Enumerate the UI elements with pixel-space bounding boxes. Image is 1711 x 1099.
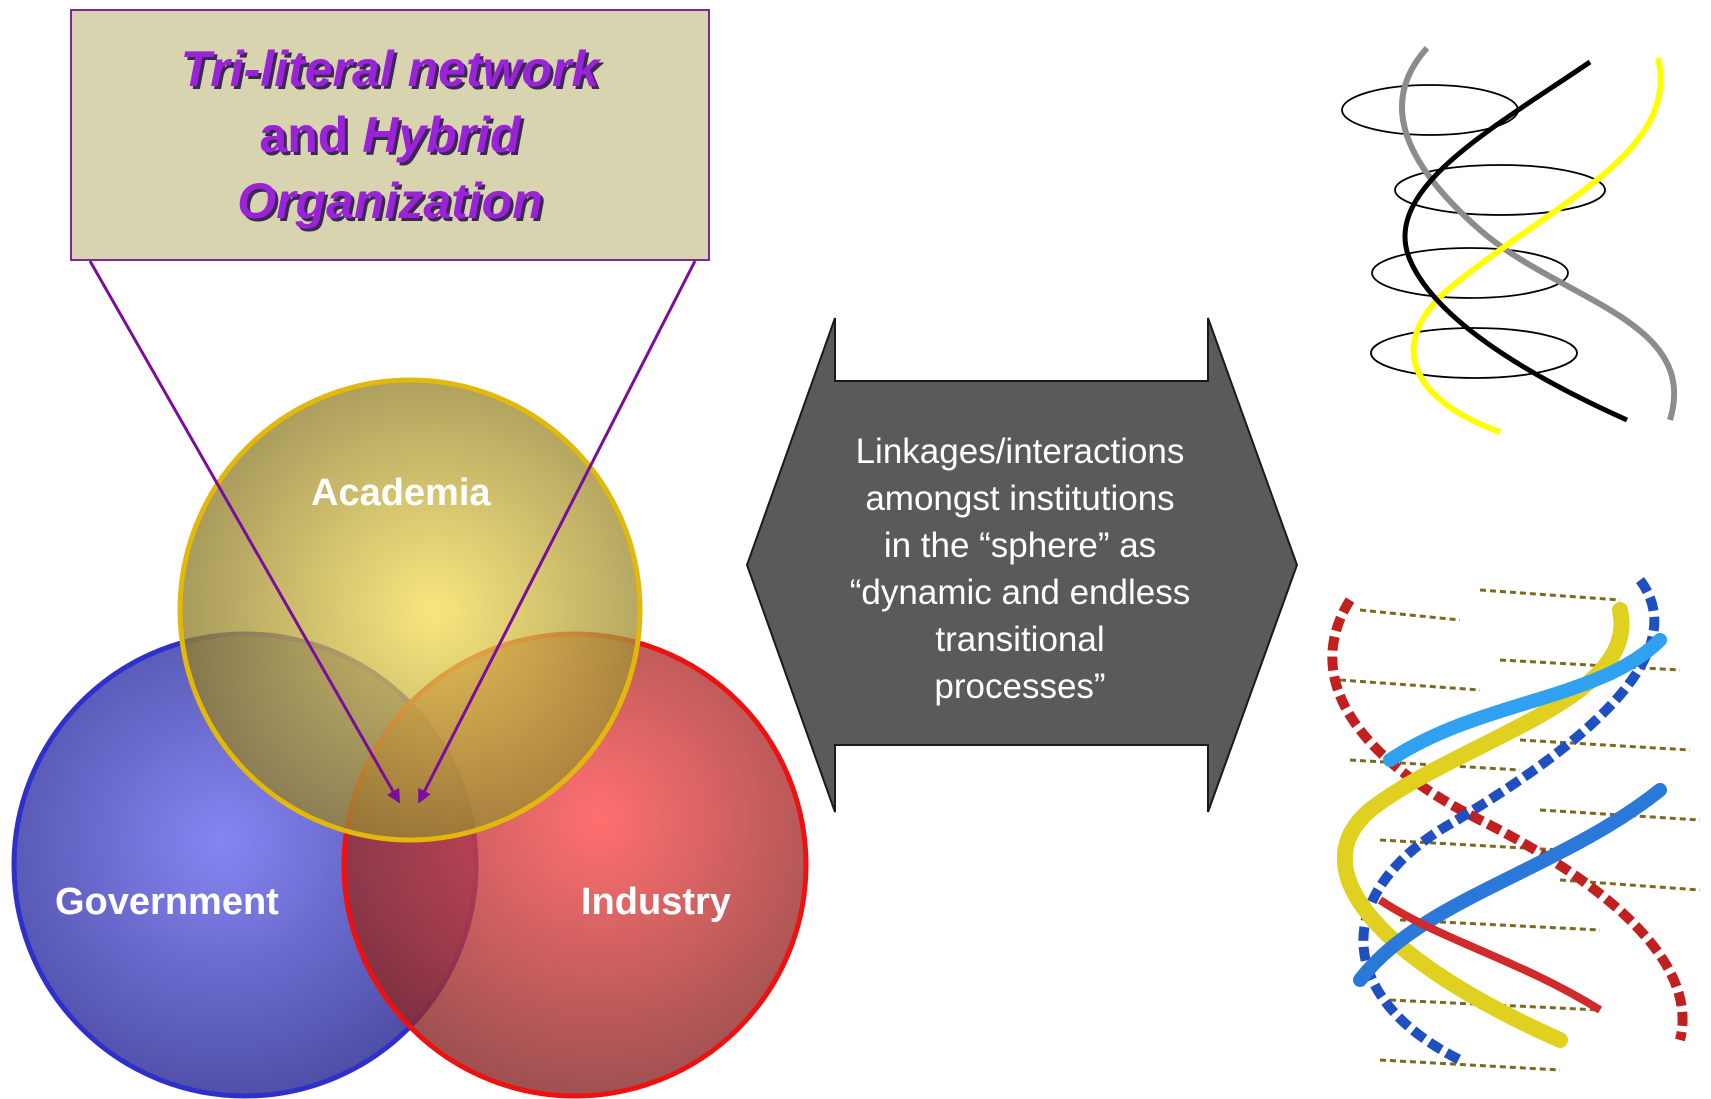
title-line-2-plain: and: [259, 107, 363, 163]
arrow-line: Linkages/interactions: [855, 432, 1185, 471]
arrow-description: Linkages/interactions amongst institutio…: [780, 428, 1260, 710]
arrow-line: in the “sphere” as: [883, 526, 1157, 565]
academia-circle: [177, 377, 643, 843]
arrow-line: processes”: [934, 667, 1106, 706]
title-line-1-text: Tri-literal network: [180, 41, 600, 97]
title-line-1: Tri-literal network: [181, 36, 600, 102]
title-line-2-italic: Hybrid: [362, 107, 521, 163]
title-box: Tri-literal network and Hybrid Organizat…: [70, 9, 710, 261]
dna-model-image: [1327, 577, 1701, 1072]
industry-label: Industry: [581, 881, 731, 923]
title-line-3-text: Organization: [237, 173, 543, 229]
arrow-line: amongst institutions: [865, 479, 1175, 518]
double-arrow-shape: [745, 317, 1299, 813]
arrow-line: transitional: [935, 620, 1105, 659]
pointer-line-right: [418, 260, 697, 804]
government-label: Government: [55, 881, 279, 923]
title-line-2: and Hybrid: [259, 102, 520, 168]
pointer-line-left: [88, 260, 400, 804]
arrow-line: “dynamic and endless: [849, 573, 1191, 612]
helix-sketch-image: [1341, 45, 1678, 435]
academia-label: Academia: [311, 472, 491, 514]
title-line-3: Organization: [237, 168, 543, 234]
